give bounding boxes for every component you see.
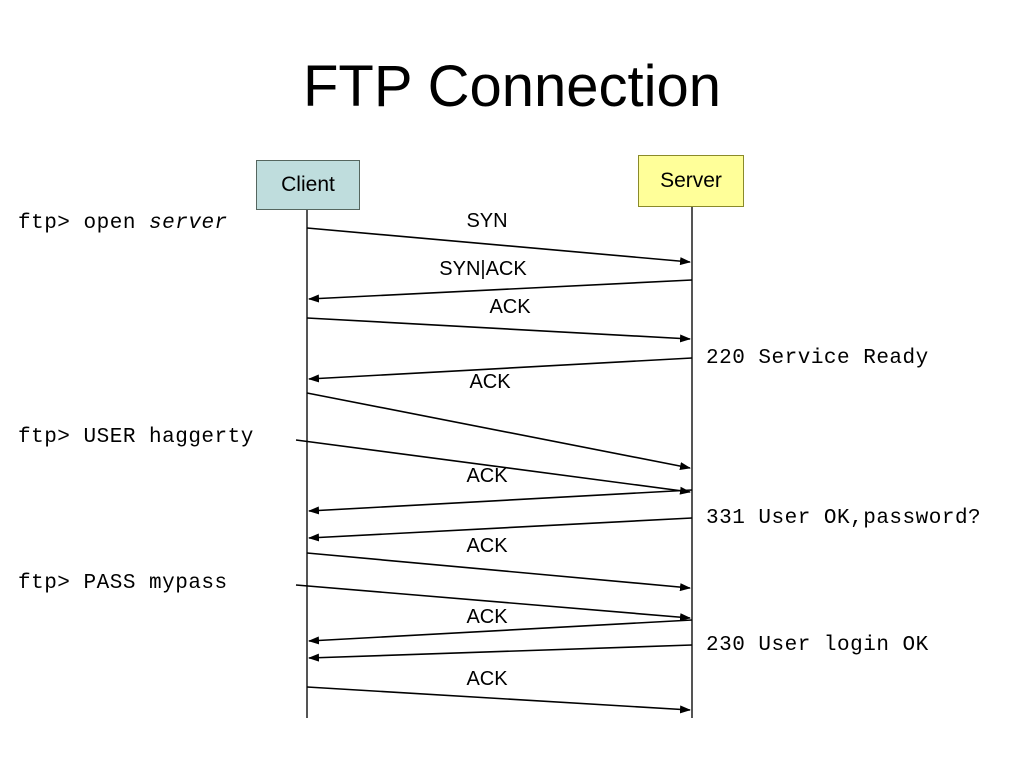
message-label: ACK <box>466 465 508 487</box>
message-label: SYN|ACK <box>439 258 527 280</box>
message-arrow <box>295 584 691 622</box>
message-arrow <box>308 489 693 515</box>
resp-230: 230 User login OK <box>706 634 929 657</box>
message-arrow <box>308 619 693 645</box>
cmd-pass: ftp> PASS mypass <box>18 572 228 595</box>
server-node-label: Server <box>660 169 722 192</box>
cmd-open-prefix: ftp> open <box>18 212 150 235</box>
message-arrow <box>308 357 693 383</box>
lifelines-group <box>306 207 693 718</box>
message-arrow <box>308 279 693 303</box>
resp-331: 331 User OK,password? <box>706 507 982 530</box>
message-arrow <box>295 439 691 495</box>
client-node-label: Client <box>281 173 335 196</box>
resp-220: 220 Service Ready <box>706 347 929 370</box>
cmd-open-arg: server <box>149 212 228 235</box>
message-arrow <box>308 517 693 542</box>
message-label: ACK <box>466 668 508 690</box>
client-node[interactable]: Client <box>256 160 360 210</box>
cmd-pass-prefix: ftp> PASS mypass <box>18 572 228 595</box>
cmd-user-prefix: ftp> USER haggerty <box>18 426 254 449</box>
message-arrow <box>306 227 691 266</box>
message-label: SYN <box>466 210 508 232</box>
message-label: ACK <box>469 371 511 393</box>
message-label: ACK <box>489 296 531 318</box>
page-title: FTP Connection <box>302 54 722 119</box>
message-arrow <box>306 392 691 471</box>
cmd-user: ftp> USER haggerty <box>18 426 254 449</box>
cmd-open: ftp> open server <box>18 212 228 235</box>
message-arrows-group <box>295 227 693 714</box>
message-arrow <box>306 317 691 343</box>
message-arrow <box>308 644 693 662</box>
message-label: ACK <box>466 535 508 557</box>
server-node[interactable]: Server <box>638 155 744 207</box>
message-label: ACK <box>466 606 508 628</box>
message-arrow <box>306 686 691 714</box>
message-arrow <box>306 552 691 592</box>
